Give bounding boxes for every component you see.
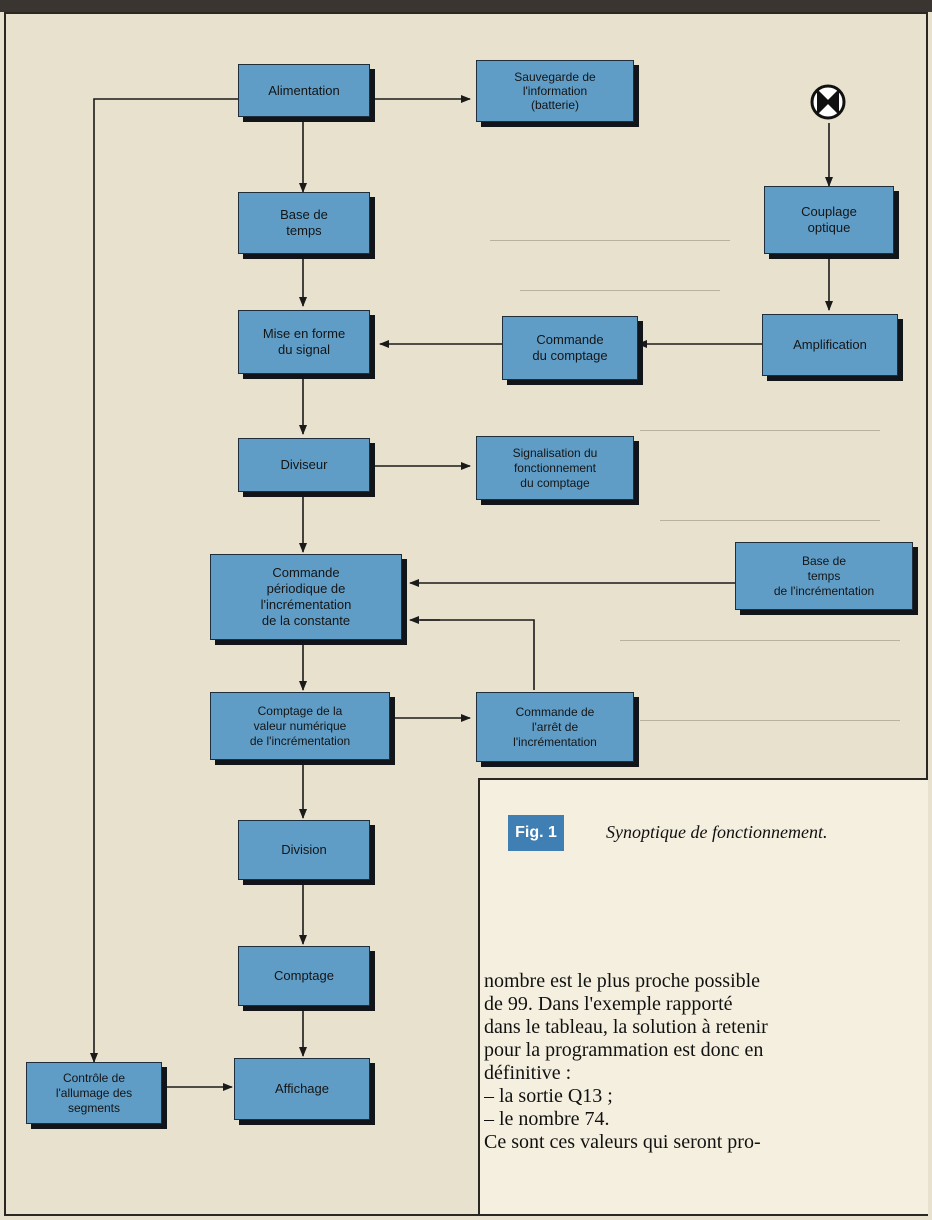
background-line: [490, 240, 730, 241]
background-line: [620, 640, 900, 641]
block-diviseur: Diviseur: [238, 438, 370, 492]
figure-badge: Fig. 1: [508, 815, 564, 851]
background-line: [660, 520, 880, 521]
block-signalisation: Signalisation du fonctionnement du compt…: [476, 436, 634, 500]
block-comptage-valeur: Comptage de la valeur numérique de l'inc…: [210, 692, 390, 760]
block-commande-periodique: Commande périodique de l'incrémentation …: [210, 554, 402, 640]
block-mise-en-forme: Mise en forme du signal: [238, 310, 370, 374]
background-line: [520, 290, 720, 291]
block-commande-arret: Commande de l'arrêt de l'incrémentation: [476, 692, 634, 762]
page-top-edge: [0, 0, 932, 12]
block-commande-comptage: Commande du comptage: [502, 316, 638, 380]
block-base-de-temps: Base de temps: [238, 192, 370, 254]
block-sauvegarde: Sauvegarde de l'information (batterie): [476, 60, 634, 122]
block-affichage: Affichage: [234, 1058, 370, 1120]
wire-arret-feedback: [420, 619, 535, 690]
text-line: Ce sont ces valeurs qui seront pro-: [484, 1131, 761, 1153]
text-line: – la sortie Q13 ;: [484, 1085, 613, 1107]
text-line: de 99. Dans l'exemple rapporté: [484, 993, 733, 1015]
block-alimentation: Alimentation: [238, 64, 370, 117]
figure-caption: Synoptique de fonctionnement.: [606, 822, 828, 842]
text-line: pour la programmation est donc en: [484, 1039, 764, 1061]
block-controle-segments: Contrôle de l'allumage des segments: [26, 1062, 162, 1124]
block-base-temps-incrementation: Base de temps de l'incrémentation: [735, 542, 913, 610]
body-text: nombre est le plus proche possible de 99…: [484, 970, 928, 1154]
text-line: définitive :: [484, 1062, 572, 1084]
text-line: – le nombre 74.: [484, 1108, 610, 1130]
text-line: nombre est le plus proche possible: [484, 970, 761, 992]
background-line: [640, 720, 900, 721]
text-line: dans le tableau, la solution à retenir: [484, 1016, 768, 1038]
block-couplage-optique: Couplage optique: [764, 186, 894, 254]
block-division: Division: [238, 820, 370, 880]
lamp-icon: [810, 84, 846, 120]
block-comptage: Comptage: [238, 946, 370, 1006]
figure-frame: [4, 12, 928, 1216]
wire-alim-left: [93, 98, 238, 1030]
block-amplification: Amplification: [762, 314, 898, 376]
background-line: [640, 430, 880, 431]
